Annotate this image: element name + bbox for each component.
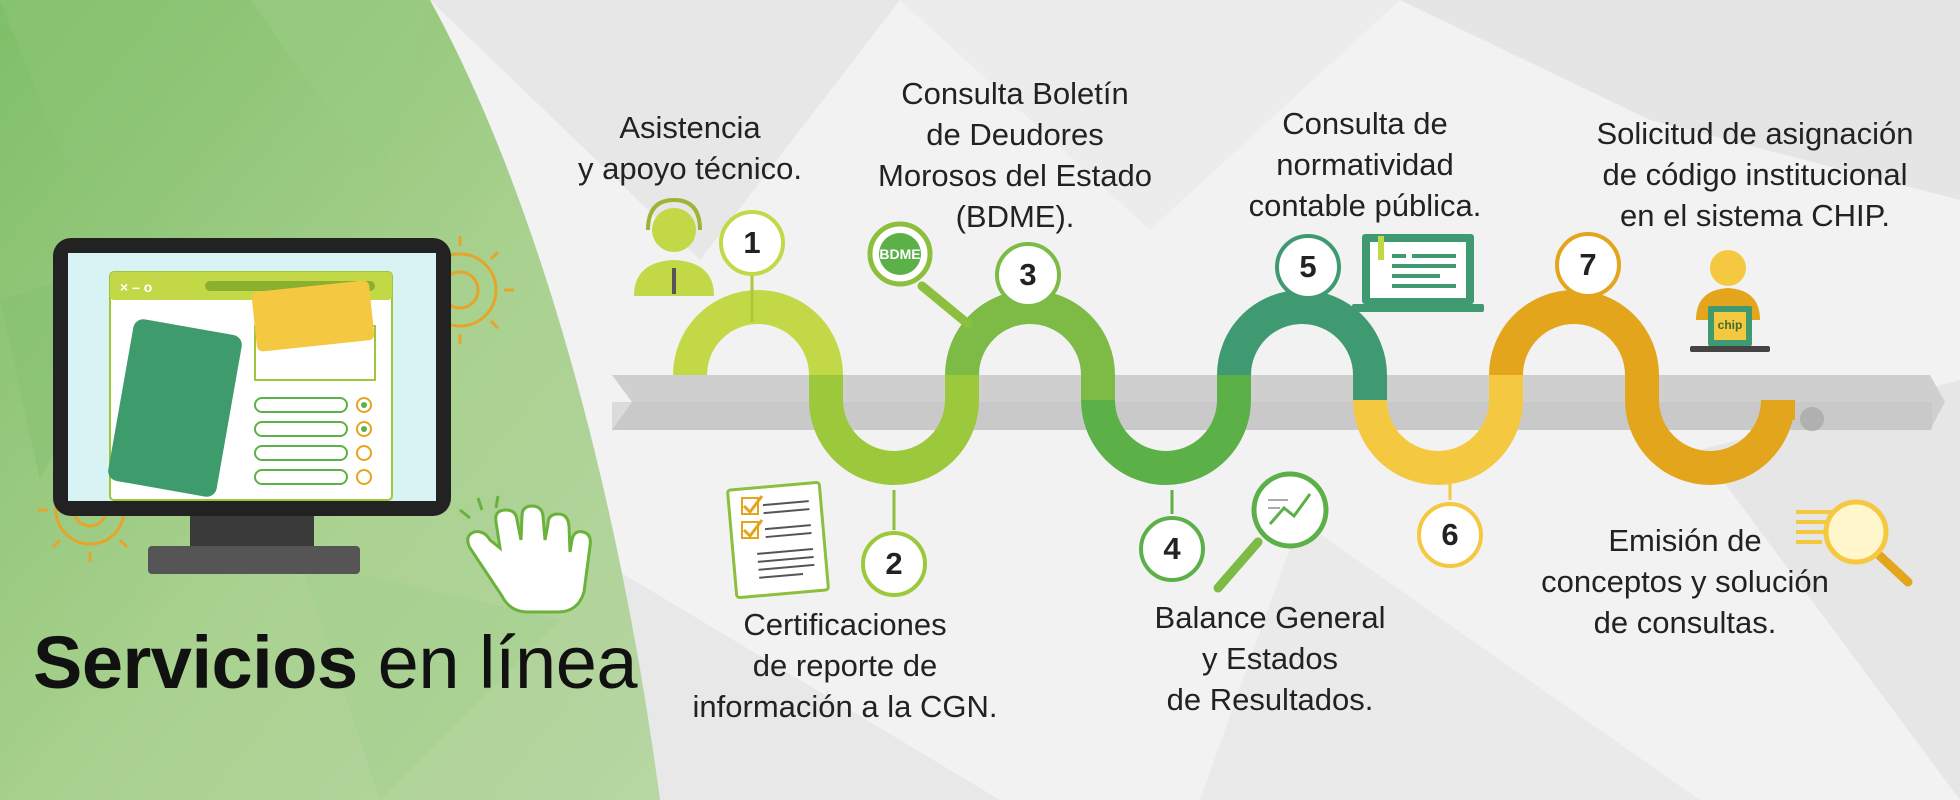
- certificate-document-icon: [726, 480, 830, 600]
- step-5-number: 5: [1275, 234, 1341, 300]
- svg-text:× – o: × – o: [120, 279, 152, 295]
- step-2-number: 2: [861, 531, 927, 597]
- step-7-number: 7: [1555, 232, 1621, 298]
- step-1-number: 1: [719, 210, 785, 276]
- monitor-icon: × – o: [53, 238, 451, 574]
- chip-user-icon: [1690, 250, 1770, 352]
- bdme-magnifier-icon: [867, 221, 973, 329]
- concepts-magnifier-icon: [1796, 499, 1913, 587]
- step-6-number: 6: [1417, 502, 1483, 568]
- step-3-number: 3: [995, 242, 1061, 308]
- chip-badge-text: chip: [1717, 318, 1743, 332]
- bdme-badge-text: BDME: [879, 246, 921, 262]
- page-title: Servicios en línea: [33, 621, 638, 704]
- laptop-book-icon: [1352, 234, 1484, 312]
- balance-magnifier-icon: [1213, 471, 1329, 593]
- step-4-number: 4: [1139, 516, 1205, 582]
- support-agent-icon: [634, 197, 714, 296]
- hand-cursor-icon: [459, 495, 592, 614]
